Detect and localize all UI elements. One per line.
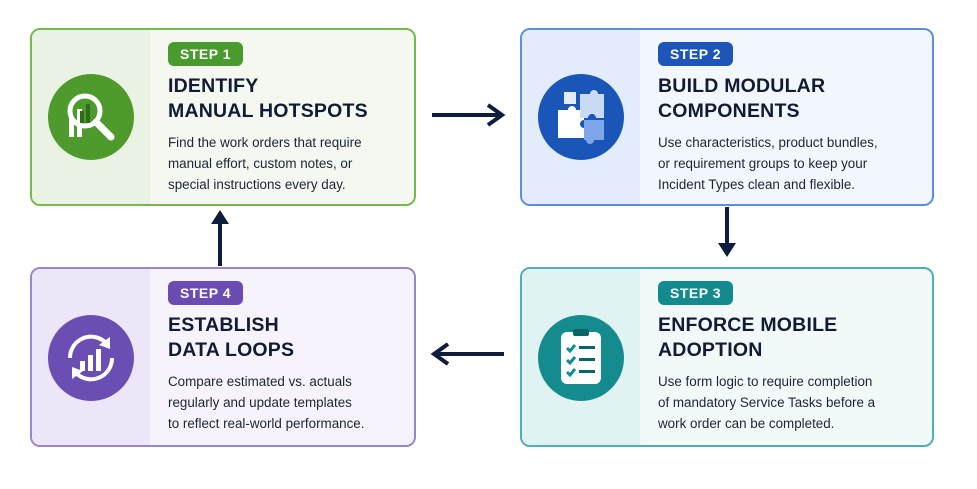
arrow-left-icon: [430, 342, 504, 366]
step-description-line: to reflect real-world performance.: [168, 416, 365, 431]
step-title-line: DATA LOOPS: [168, 339, 295, 361]
step-title-line: ESTABLISH: [168, 314, 279, 336]
step-description-line: work order can be completed.: [658, 416, 835, 431]
step-description-line: or requirement groups to keep your: [658, 156, 868, 171]
step-description-line: Use form logic to require completion: [658, 374, 873, 389]
step-badge: STEP 1: [168, 42, 243, 66]
step-description-line: Compare estimated vs. actuals: [168, 374, 352, 389]
step-description-line: Find the work orders that require: [168, 135, 362, 150]
step-title: ENFORCE MOBILE ADOPTION: [658, 313, 918, 363]
step-2-icon-panel: [522, 30, 640, 204]
step-3-icon-panel: [522, 269, 640, 445]
step-description: Compare estimated vs. actuals regularly …: [168, 371, 400, 434]
step-2-card: STEP 2 BUILD MODULAR COMPONENTS Use char…: [520, 28, 934, 206]
arrow-down-icon: [718, 207, 736, 257]
step-title-line: ENFORCE MOBILE: [658, 314, 838, 336]
step-4-card: STEP 4 ESTABLISH DATA LOOPS Compare esti…: [30, 267, 416, 447]
arrow-up-icon: [211, 210, 229, 266]
step-description: Find the work orders that require manual…: [168, 132, 400, 195]
step-description-line: of mandatory Service Tasks before a: [658, 395, 876, 410]
step-title-line: COMPONENTS: [658, 100, 800, 122]
step-badge: STEP 3: [658, 281, 733, 305]
step-description-line: regularly and update templates: [168, 395, 352, 410]
step-title: ESTABLISH DATA LOOPS: [168, 313, 400, 363]
step-description-line: Use characteristics, product bundles,: [658, 135, 878, 150]
cycle-chart-icon: [48, 315, 134, 401]
step-title-line: MANUAL HOTSPOTS: [168, 100, 368, 122]
step-1-card: STEP 1 IDENTIFY MANUAL HOTSPOTS Find the…: [30, 28, 416, 206]
step-title-line: ADOPTION: [658, 339, 763, 361]
puzzle-icon: [538, 74, 624, 160]
step-description-line: manual effort, custom notes, or: [168, 156, 353, 171]
step-3-card: STEP 3 ENFORCE MOBILE ADOPTION Use form …: [520, 267, 934, 447]
step-badge: STEP 4: [168, 281, 243, 305]
step-title-line: BUILD MODULAR: [658, 75, 826, 97]
step-description: Use form logic to require completion of …: [658, 371, 918, 434]
checklist-icon: [538, 315, 624, 401]
step-1-icon-panel: [32, 30, 150, 204]
magnifier-chart-icon: [48, 74, 134, 160]
step-badge: STEP 2: [658, 42, 733, 66]
step-description-line: Incident Types clean and flexible.: [658, 177, 856, 192]
step-description: Use characteristics, product bundles, or…: [658, 132, 918, 195]
step-title: IDENTIFY MANUAL HOTSPOTS: [168, 74, 400, 124]
step-title-line: IDENTIFY: [168, 75, 259, 97]
step-title: BUILD MODULAR COMPONENTS: [658, 74, 918, 124]
arrow-right-icon: [432, 103, 506, 127]
step-description-line: special instructions every day.: [168, 177, 346, 192]
step-4-icon-panel: [32, 269, 150, 445]
